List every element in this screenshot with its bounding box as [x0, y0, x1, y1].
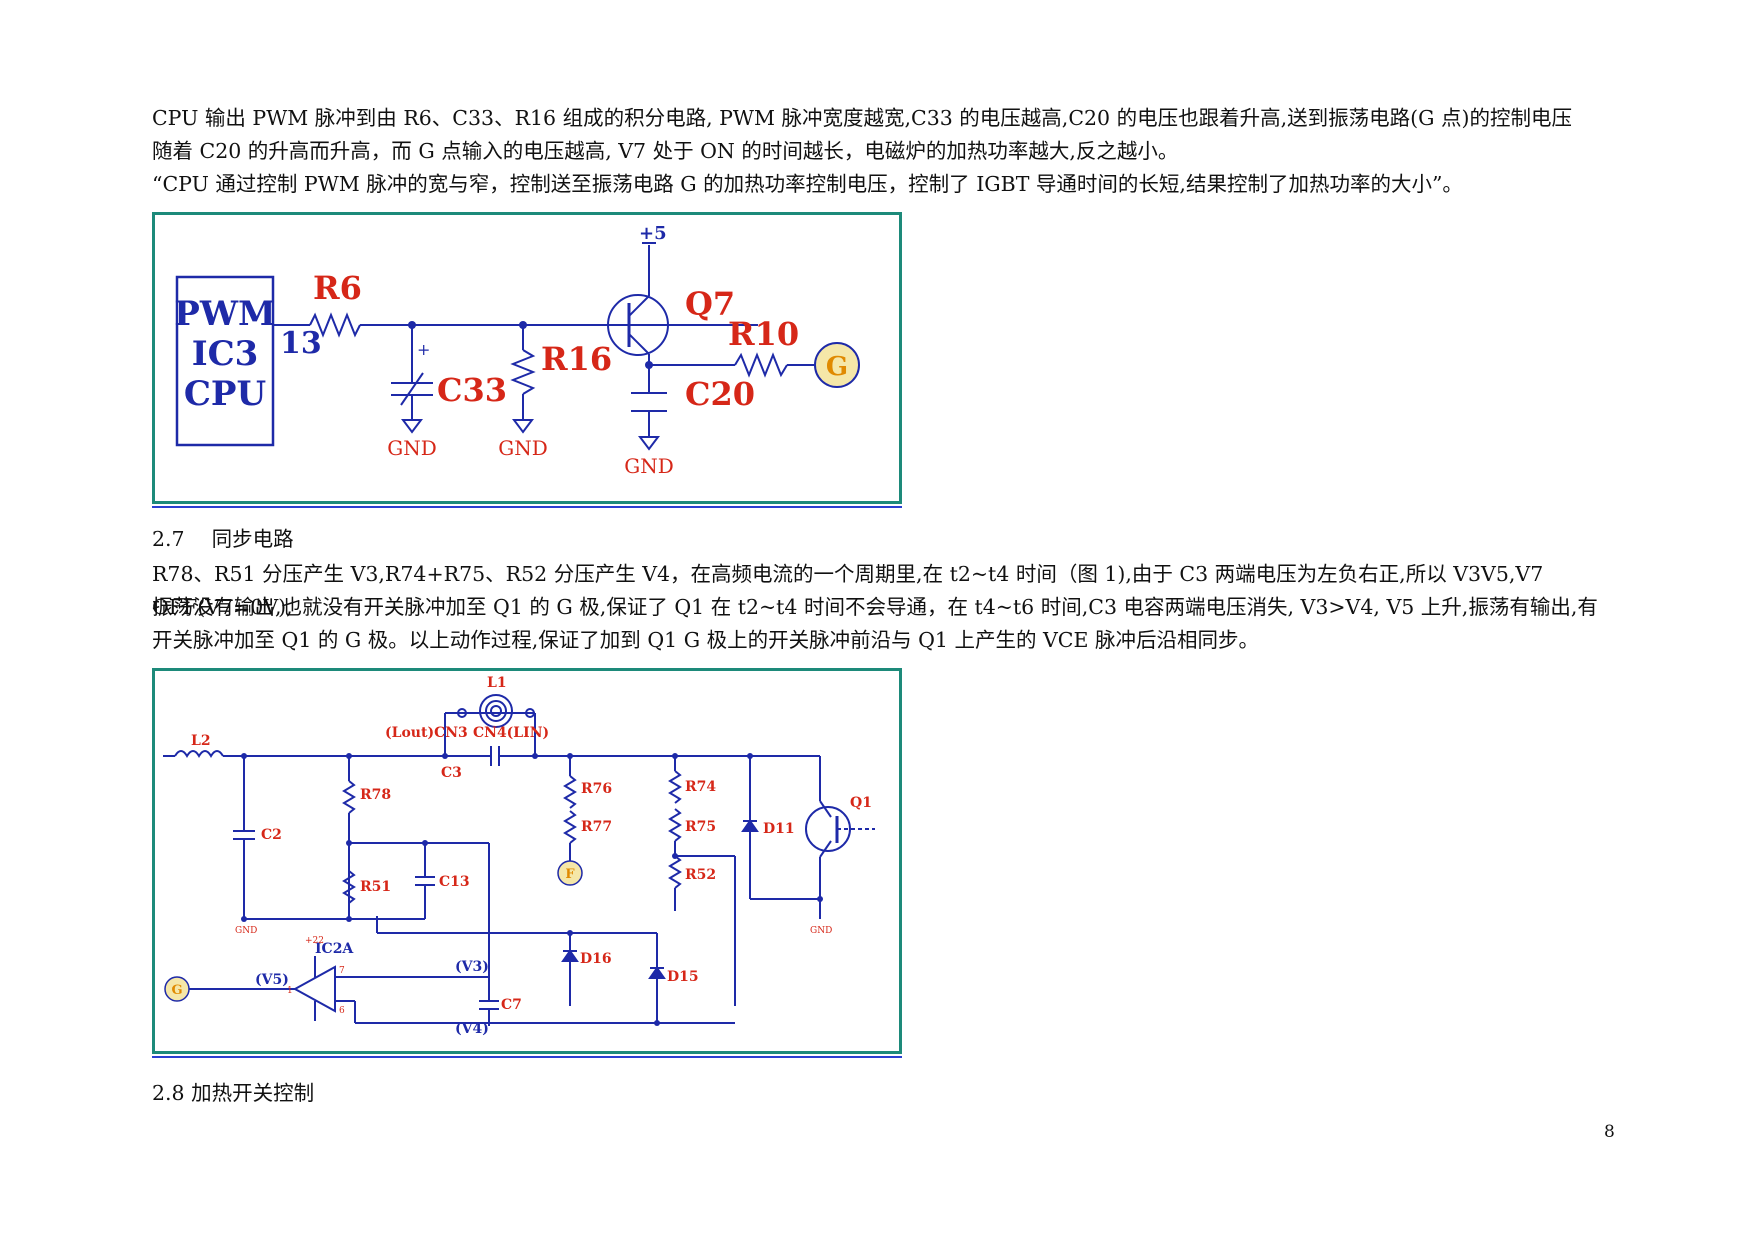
paragraph-pwm-line-1: CPU 输出 PWM 脉冲到由 R6、C33、R16 组成的积分电路, PWM …	[152, 106, 1573, 130]
gnd-label-2: GND	[498, 436, 548, 460]
supply-22-label: +22	[305, 936, 324, 946]
paragraph-sync-line-1: R78、R51 分压产生 V3,R74+R75、R52 分压产生 V4，在高频电…	[152, 562, 1544, 619]
d15-label: D15	[667, 969, 699, 985]
section-heading-2-8: 2.8 加热开关控制	[152, 1081, 315, 1105]
d16-label: D16	[580, 951, 612, 967]
ic-pwm-label: PWM	[174, 294, 275, 334]
r51-label: R51	[360, 879, 391, 895]
c3-label: C3	[441, 765, 462, 781]
figure-underline	[152, 1056, 902, 1058]
r77-label: R77	[581, 819, 612, 835]
c33-plus-sign: +	[417, 340, 430, 359]
section-heading-2-7: 2.7 同步电路	[152, 527, 294, 551]
figure-frame: F G L1 L2 (Lout)CN3 CN4(LIN) C3 C2 R78 R…	[152, 668, 902, 1054]
l2-label: L2	[191, 733, 211, 749]
cn4-label: CN4(LIN)	[473, 725, 549, 741]
r75-label: R75	[685, 819, 716, 835]
paragraph-sync-line-3: 开关脉冲加至 Q1 的 G 极。以上动作过程,保证了加到 Q1 G 极上的开关脉…	[152, 628, 1259, 652]
gnd-label-3: GND	[624, 454, 674, 478]
c33-label: C33	[437, 371, 507, 409]
r78-label: R78	[360, 787, 391, 803]
r16-label: R16	[541, 340, 612, 378]
page-number: 8	[1604, 1122, 1615, 1142]
v3-label: (V3)	[455, 959, 489, 975]
pin-6-label: 6	[339, 1006, 345, 1016]
figure-frame: G PWM IC3 CPU 13 R6 C33 R16 Q7 R10 C20 +…	[152, 212, 902, 504]
pin-1-label: 1	[287, 986, 293, 996]
gnd-label-a: GND	[235, 926, 257, 936]
gnd-label-b: GND	[810, 926, 832, 936]
vcc-label: +5	[639, 223, 667, 244]
gnd-label-1: GND	[387, 436, 437, 460]
quote-paragraph: “CPU 通过控制 PWM 脉冲的宽与窄，控制送至振荡电路 G 的加热功率控制电…	[152, 172, 1463, 196]
d11-label: D11	[763, 821, 795, 837]
f-terminal-label: F	[565, 867, 575, 882]
sync-circuit-diagram: F G L1 L2 (Lout)CN3 CN4(LIN) C3 C2 R78 R…	[163, 675, 875, 1037]
r10-label: R10	[728, 315, 799, 353]
ic-ic3-label: IC3	[192, 334, 259, 374]
c7-label: C7	[501, 997, 522, 1013]
g-terminal-label: G	[826, 352, 848, 382]
v5-label: (V5)	[255, 972, 289, 988]
cn3-label: (Lout)CN3	[385, 725, 468, 741]
q1-label: Q1	[850, 795, 872, 811]
g-terminal-label: G	[171, 983, 182, 998]
l1-label: L1	[487, 675, 507, 691]
r74-label: R74	[685, 779, 716, 795]
paragraph-pwm-line-2: 随着 C20 的升高而升高，而 G 点输入的电压越高, V7 处于 ON 的时间…	[152, 139, 1179, 163]
ic-cpu-label: CPU	[184, 374, 266, 414]
figure-underline	[152, 506, 902, 508]
r52-label: R52	[685, 867, 716, 883]
v4-label: (V4)	[455, 1021, 489, 1037]
paragraph-sync-line-2: 振荡没有输出,也就没有开关脉冲加至 Q1 的 G 极,保证了 Q1 在 t2~t…	[152, 595, 1598, 619]
ic2a-label: IC2A	[315, 941, 354, 957]
c13-label: C13	[439, 874, 470, 890]
q7-label: Q7	[685, 285, 735, 323]
pin-13-label: 13	[280, 326, 322, 361]
r76-label: R76	[581, 781, 612, 797]
c2-label: C2	[261, 827, 282, 843]
c20-label: C20	[685, 375, 755, 413]
pwm-circuit-diagram: G PWM IC3 CPU 13 R6 C33 R16 Q7 R10 C20 +…	[174, 223, 860, 478]
r6-label: R6	[313, 269, 362, 307]
pin-7-label: 7	[339, 966, 345, 976]
